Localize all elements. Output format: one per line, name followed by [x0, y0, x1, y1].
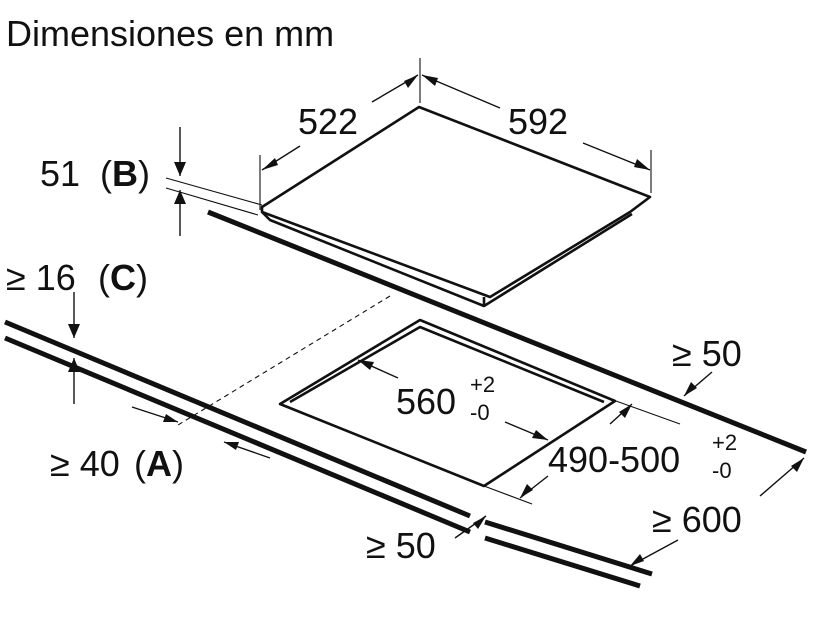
worktop-front-edge-top — [4, 319, 471, 519]
hob-drawing — [260, 105, 652, 308]
hob-side-edge — [261, 211, 633, 308]
cutout-width-tol-plus: +2 — [470, 372, 495, 397]
dimension-490-500: 490-500 +2 -0 — [483, 400, 737, 505]
worktop-front-edge-right-bottom — [484, 535, 641, 589]
hob-height-ref: B — [112, 153, 138, 194]
dimension-rear-50: ≥ 50 — [672, 333, 742, 397]
front-gap-paren-close: ) — [172, 443, 184, 484]
hob-height-paren-close: ) — [138, 153, 150, 194]
diagram-title: Dimensiones en mm — [6, 13, 334, 54]
cutout-width-tol-minus: -0 — [470, 400, 490, 425]
front-gap-paren-open: ( — [134, 443, 146, 484]
cutout-width-base: 560 — [396, 381, 456, 422]
hob-height-paren-open: ( — [100, 153, 112, 194]
worktop-thickness-paren-open: ( — [98, 257, 110, 298]
worktop-front-edge-bottom — [4, 335, 471, 535]
worktop-cutout — [278, 318, 617, 488]
worktop-thickness-ref: C — [110, 257, 136, 298]
hob-depth-label: 522 — [298, 101, 358, 142]
hob-width-label: 592 — [508, 101, 568, 142]
dimension-600: ≥ 600 — [629, 457, 805, 567]
cutout-inner-edge — [289, 325, 605, 404]
cutout-outline — [278, 318, 617, 488]
worktop-front-edge-right-top — [484, 519, 653, 577]
front-gap-ref: A — [146, 443, 172, 484]
dimension-592: 592 — [421, 74, 652, 193]
rear-gap-label: ≥ 50 — [672, 333, 742, 374]
worktop-rear-edge — [207, 209, 807, 455]
cutout-depth-base: 490-500 — [548, 439, 680, 480]
dimension-51-b: 51 ( B ) — [40, 127, 263, 236]
dimension-522: 522 — [259, 58, 421, 210]
worktop-depth-label: ≥ 600 — [652, 499, 742, 540]
dimension-side-50: ≥ 50 — [366, 515, 487, 566]
cutout-depth-tol-plus: +2 — [712, 430, 737, 455]
hob-height-value: 51 — [40, 153, 80, 194]
worktop-thickness-paren-close: ) — [136, 257, 148, 298]
cutout-depth-tol-minus: -0 — [712, 458, 732, 483]
worktop-thickness-prefix: ≥ 16 — [6, 257, 76, 298]
dimension-40-a: ≥ 40 ( A ) — [50, 406, 271, 484]
side-gap-label: ≥ 50 — [366, 525, 436, 566]
dimension-560: 560 +2 -0 — [357, 359, 549, 441]
front-gap-prefix: ≥ 40 — [50, 443, 120, 484]
dimension-16-c: ≥ 16 ( C ) — [6, 257, 148, 404]
